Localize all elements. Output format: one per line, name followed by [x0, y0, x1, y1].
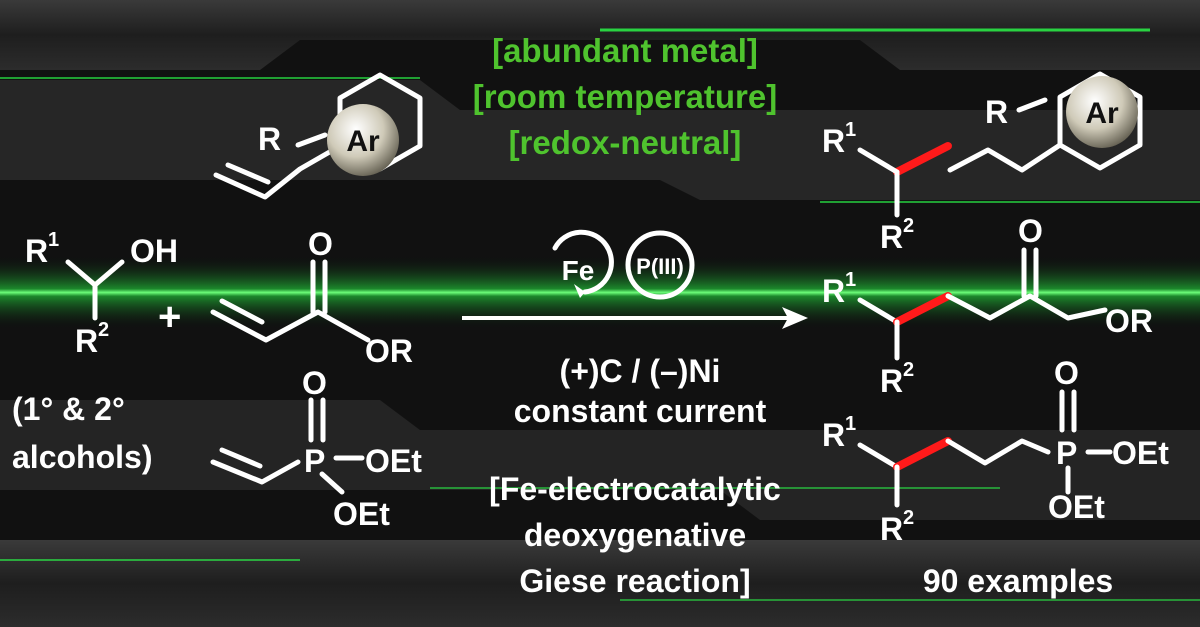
alcohol-r1-sup: 1	[48, 229, 59, 251]
alcohol-r2-sup: 2	[98, 319, 109, 341]
phosphonate-product: O P OEt OEt R 1 R 2	[822, 355, 1169, 547]
p3-catalyst: P(III)	[636, 254, 684, 279]
acrylate-o: O	[308, 226, 333, 262]
aryl-product-r2: R	[880, 219, 903, 255]
vinyl-arene-reactant: R Ar	[213, 72, 423, 200]
phos-product-oet1: OEt	[1112, 435, 1169, 471]
phos-product-r2-sup: 2	[903, 507, 914, 529]
phos-product-p: P	[1056, 435, 1077, 471]
alcohol-r1: R	[25, 233, 48, 269]
ester-product: O OR R 1 R 2	[822, 213, 1153, 399]
vinylphosphonate-reactant: O P OEt OEt	[210, 365, 422, 532]
plus-sign: +	[158, 295, 181, 339]
reaction-arrowhead	[782, 307, 808, 329]
alcohol-oh: OH	[130, 233, 178, 269]
arene-r: R	[258, 121, 281, 157]
phos-product-o: O	[1054, 355, 1079, 391]
electrodes-label: (+)C / (–)Ni	[560, 353, 721, 389]
alcohol-r2: R	[75, 323, 98, 359]
fe-catalyst: Fe	[562, 255, 595, 286]
phos-product-r1: R	[822, 417, 845, 453]
reaction-name-line3: Giese reaction]	[519, 563, 750, 599]
panel-top	[0, 0, 1200, 70]
alcohol-reactant: R 1 OH R 2	[25, 229, 178, 359]
aryl-product-ar: Ar	[1085, 97, 1119, 130]
ester-product-o: O	[1018, 213, 1043, 249]
phos-product-r1-sup: 1	[845, 413, 856, 435]
aryl-product-r1-sup: 1	[845, 119, 856, 141]
arene-ar: Ar	[346, 125, 380, 158]
condition-redox-neutral: [redox-neutral]	[509, 124, 742, 161]
fe-cycle: Fe	[552, 229, 614, 298]
acrylate-or: OR	[365, 333, 413, 369]
phos-product-oet2: OEt	[1048, 489, 1105, 525]
phos-product-r2: R	[880, 511, 903, 547]
phosphonate-oet1: OEt	[365, 443, 422, 479]
phosphonate-oet2: OEt	[333, 496, 390, 532]
ester-product-r1-sup: 1	[845, 269, 856, 291]
alcohol-note-line1: (1° & 2°	[12, 391, 125, 427]
aryl-product-r1: R	[822, 123, 845, 159]
alcohol-note-line2: alcohols)	[12, 439, 152, 475]
aryl-product-r2-sup: 2	[903, 215, 914, 237]
reaction-name-line1: [Fe-electrocatalytic	[489, 471, 781, 507]
ester-product-or: OR	[1105, 303, 1153, 339]
ester-product-r1: R	[822, 273, 845, 309]
product-aryl-sphere	[1066, 76, 1138, 148]
condition-abundant-metal: [abundant metal]	[492, 32, 758, 69]
examples-count: 90 examples	[923, 563, 1113, 599]
phosphonate-p: P	[304, 443, 325, 479]
panel-bottom	[0, 540, 1200, 627]
aryl-product: R Ar R 1 R 2	[822, 71, 1143, 255]
ester-product-r2: R	[880, 363, 903, 399]
current-label: constant current	[514, 393, 767, 429]
ester-product-r2-sup: 2	[903, 359, 914, 381]
aryl-product-r: R	[985, 94, 1008, 130]
panel-lower	[0, 400, 1200, 520]
phosphonate-o: O	[302, 365, 327, 401]
p3-cycle: P(III)	[625, 230, 695, 300]
acrylate-reactant: O OR	[210, 226, 413, 369]
aryl-sphere	[327, 104, 399, 176]
condition-room-temperature: [room temperature]	[473, 78, 777, 115]
reaction-name-line2: deoxygenative	[524, 517, 746, 553]
